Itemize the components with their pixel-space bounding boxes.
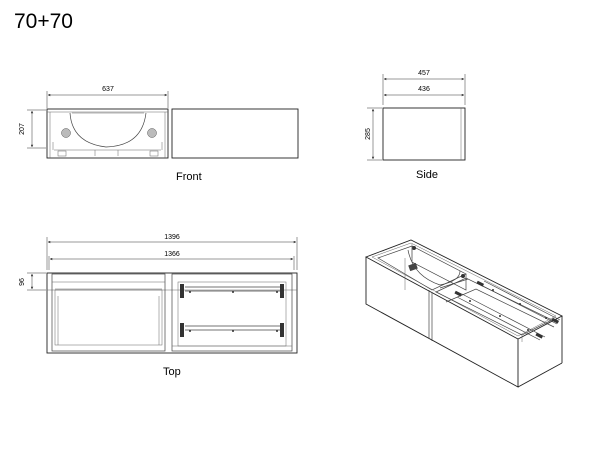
overflow-hole-left bbox=[61, 128, 71, 138]
iso-drain-fitting bbox=[408, 262, 418, 272]
top-inner-dimension: 1366 bbox=[48, 251, 295, 270]
top-bracket-c bbox=[180, 323, 184, 337]
side-outer-dimension: 457 bbox=[382, 70, 466, 105]
front-height-value: 207 bbox=[19, 123, 26, 135]
front-view: 637 207 bbox=[19, 86, 299, 159]
top-outer-value: 1396 bbox=[164, 234, 180, 241]
front-closed-cabinet bbox=[171, 108, 299, 159]
top-outer-dimension: 1396 bbox=[46, 234, 298, 270]
iso-right-bottom-edge bbox=[517, 362, 563, 388]
basin-outline bbox=[69, 112, 147, 148]
front-runner-left bbox=[57, 150, 67, 157]
front-view-label: Front bbox=[176, 171, 202, 183]
side-height-dimension: 285 bbox=[365, 107, 382, 161]
top-view: 1396 1366 96 bbox=[19, 234, 298, 354]
top-inner-value: 1366 bbox=[164, 251, 180, 258]
overflow-hole-right bbox=[147, 128, 157, 138]
front-basin-cabinet bbox=[46, 108, 169, 159]
front-width-value: 637 bbox=[102, 86, 114, 93]
top-left-cabinet bbox=[51, 273, 166, 352]
iso-front-face bbox=[365, 257, 519, 388]
front-height-dimension: 207 bbox=[19, 109, 46, 149]
iso-basin-compartment bbox=[377, 244, 467, 291]
top-depth-value: 96 bbox=[19, 278, 26, 286]
side-outer-value: 457 bbox=[418, 70, 430, 77]
isometric-view bbox=[364, 239, 563, 388]
side-cabinet bbox=[382, 107, 466, 161]
side-height-value: 285 bbox=[365, 128, 372, 140]
side-view-label: Side bbox=[416, 169, 439, 181]
top-bracket-d bbox=[280, 323, 284, 337]
top-countertop-outline bbox=[46, 272, 298, 354]
side-inner-dimension: 436 bbox=[383, 86, 465, 97]
side-inner-value: 436 bbox=[418, 86, 430, 93]
top-bracket-b bbox=[280, 284, 284, 298]
side-view: 457 436 285 bbox=[365, 70, 466, 161]
front-width-dimension: 637 bbox=[46, 86, 169, 108]
front-runner-right bbox=[149, 150, 159, 157]
drawing-title: 70+70 bbox=[14, 10, 73, 33]
iso-open-compartment bbox=[435, 277, 561, 342]
top-depth-dimension: 96 bbox=[19, 272, 46, 291]
top-view-label: Top bbox=[163, 366, 181, 378]
top-right-cabinet bbox=[171, 273, 293, 352]
top-bracket-a bbox=[180, 284, 184, 298]
iso-top-outline bbox=[364, 239, 563, 340]
